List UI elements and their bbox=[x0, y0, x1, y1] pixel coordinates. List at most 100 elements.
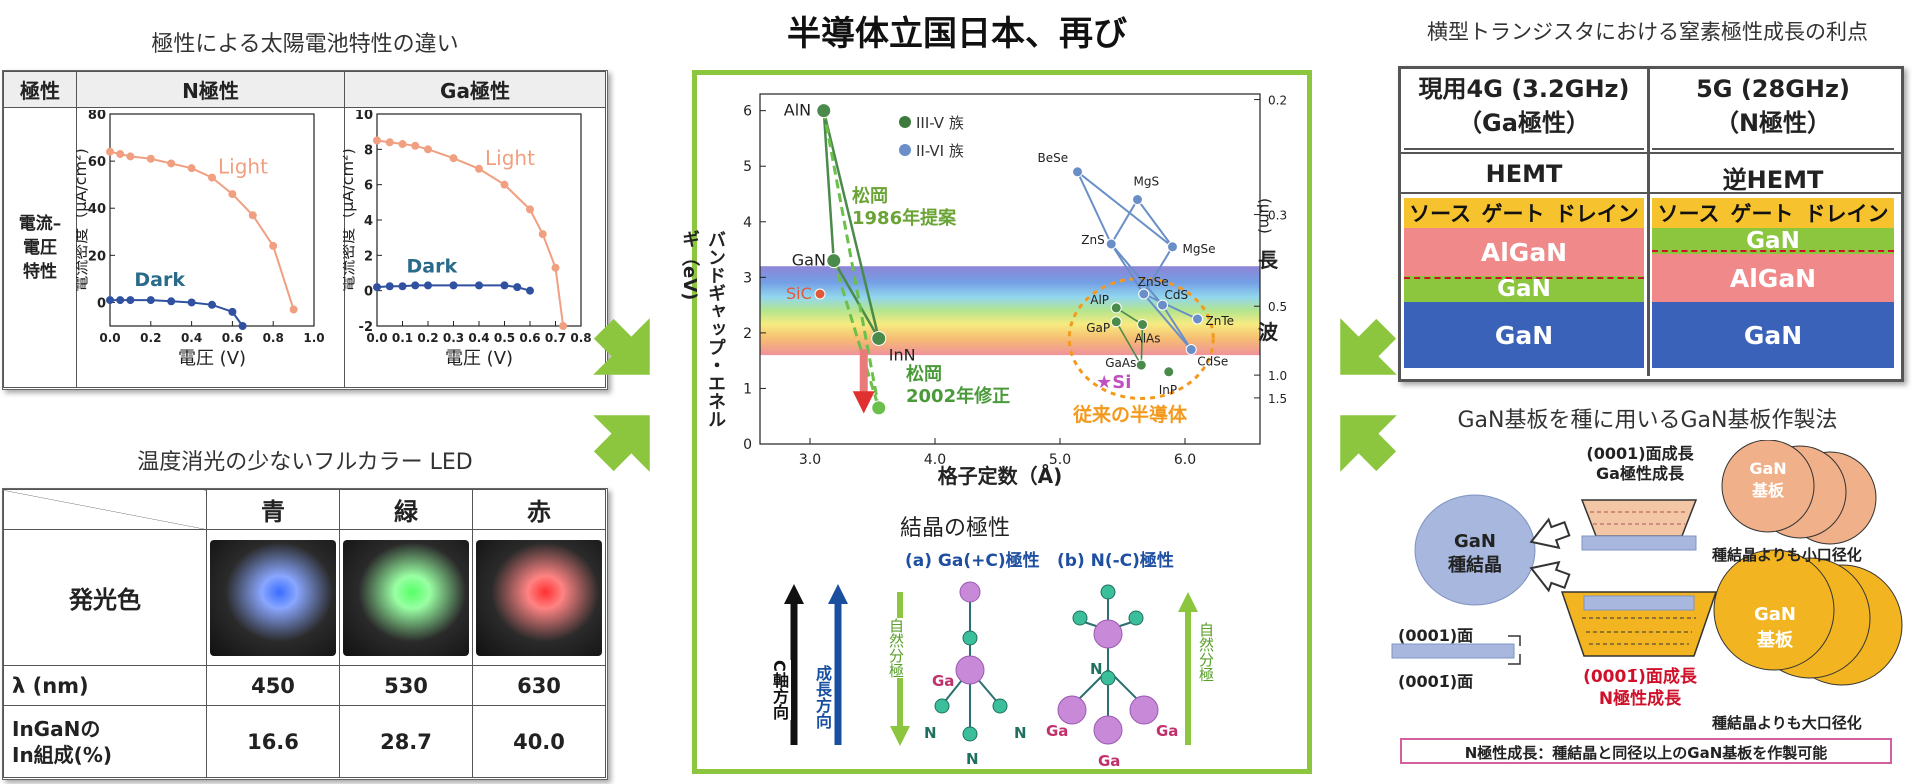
y-tick-label: 80 bbox=[88, 110, 106, 123]
x-tick-label: 0.4 bbox=[181, 331, 202, 345]
y-tick-label: 3 bbox=[743, 270, 752, 286]
led-lambda-blue: 450 bbox=[206, 665, 340, 706]
point-dark bbox=[513, 283, 522, 292]
label-znte: ZnTe bbox=[1206, 314, 1235, 328]
inv-hemt-label: 逆HEMT bbox=[1722, 166, 1824, 194]
hemt-drain: ドレイン bbox=[1554, 202, 1639, 226]
atom-ga-b1: Ga bbox=[1046, 722, 1069, 740]
crystal-title: 結晶の極性 bbox=[900, 516, 1011, 541]
x-tick-label: 0.4 bbox=[468, 331, 489, 345]
point-znte bbox=[1192, 313, 1203, 325]
x-tick-label: 0.0 bbox=[366, 331, 387, 345]
point-light bbox=[126, 152, 135, 161]
inv-hemt-gate: ゲート bbox=[1730, 202, 1794, 226]
line-aln-inn bbox=[822, 110, 880, 339]
line-CdS-CdSe bbox=[1161, 304, 1193, 351]
x-tick-label: 0.1 bbox=[392, 331, 413, 345]
center-title: 半導体立国日本、再び bbox=[787, 14, 1127, 54]
point-light bbox=[424, 145, 432, 154]
point-dark bbox=[411, 281, 420, 290]
y-tick-label: 4 bbox=[743, 215, 752, 231]
y-tick-label: 8 bbox=[364, 143, 373, 158]
led-col-red: 赤 bbox=[472, 489, 606, 530]
plot-frame bbox=[109, 113, 315, 327]
label-alp: AlP bbox=[1090, 293, 1109, 307]
hemt-2deg-line bbox=[1404, 277, 1644, 279]
point-dark bbox=[398, 282, 407, 291]
line-ZnS-ZnSe bbox=[1110, 243, 1145, 295]
c-axis-label: C軸方向 bbox=[767, 660, 791, 720]
x-tick-label: 0.2 bbox=[140, 331, 161, 345]
hemt-col1-header: 現用4G (3.2GHz)（Ga極性） bbox=[1404, 72, 1644, 150]
point-light bbox=[449, 154, 458, 163]
point-light bbox=[146, 154, 155, 163]
led-photo-blue bbox=[210, 539, 336, 656]
point-dark bbox=[228, 307, 237, 316]
right-tick-label: 0.5 bbox=[1268, 300, 1287, 314]
point-dark bbox=[238, 322, 247, 330]
hemt-gan-green: GaN bbox=[1404, 276, 1644, 302]
legend-26-dot bbox=[899, 144, 911, 156]
x-tick-label: 3.0 bbox=[799, 452, 821, 468]
hemt-gate: ゲート bbox=[1481, 202, 1545, 226]
label-aln: AlN bbox=[784, 101, 811, 120]
inv-hemt-drain: ドレイン bbox=[1804, 202, 1889, 226]
legend-35-label: III-V 族 bbox=[916, 114, 964, 132]
right-tick-label: 0.2 bbox=[1268, 94, 1287, 108]
led-title: 温度消光の少ないフルカラー LED bbox=[137, 450, 473, 475]
hemt-col-divider bbox=[1647, 66, 1650, 376]
note-1986-a: 松岡 bbox=[852, 186, 888, 207]
legend-35-dot bbox=[899, 116, 911, 128]
point-dark bbox=[116, 296, 125, 305]
label-gan: GaN bbox=[792, 251, 826, 270]
nat-pol-left: 自然分極 bbox=[886, 618, 907, 678]
led-corner bbox=[3, 489, 207, 530]
inv-hemt-source: ソース bbox=[1657, 202, 1720, 226]
point-dark bbox=[424, 281, 432, 290]
x-tick-label: 0.6 bbox=[222, 331, 243, 345]
point-light bbox=[398, 140, 407, 149]
point-dark bbox=[373, 283, 381, 292]
y-tick-label: 0 bbox=[743, 437, 752, 453]
note-1986-b: 1986年提案 bbox=[852, 208, 957, 229]
chart-y-label: バンドギャップ・エネルギ（eV) bbox=[679, 230, 726, 428]
point-dark bbox=[146, 296, 155, 305]
atom-n-b: N bbox=[1090, 660, 1103, 678]
point-sic bbox=[814, 288, 826, 300]
hemt-row-line bbox=[1398, 152, 1904, 154]
x-tick-label: 5.0 bbox=[1049, 452, 1071, 468]
point-inn bbox=[871, 330, 887, 346]
x-tick-label: 1.0 bbox=[303, 331, 324, 345]
point-alas bbox=[1137, 319, 1148, 331]
point-light bbox=[411, 141, 420, 150]
label-mgs: MgS bbox=[1134, 175, 1160, 189]
label-cds: CdS bbox=[1165, 288, 1189, 302]
right-tick-label: 1.5 bbox=[1268, 392, 1287, 406]
y-axis-label: 電流密度（µA/cm²) bbox=[343, 148, 357, 292]
point-gap bbox=[1110, 316, 1122, 328]
legend-26-label: II-VI 族 bbox=[916, 142, 964, 160]
y-tick-label: -2 bbox=[359, 320, 373, 335]
growth-dir-label: 成長方向 bbox=[810, 665, 834, 729]
line-gan-inn bbox=[832, 260, 880, 340]
y-tick-label: 40 bbox=[88, 202, 106, 217]
point-light bbox=[559, 322, 568, 330]
x-tick-label: 0.7 bbox=[545, 331, 566, 345]
x-tick-label: 0.2 bbox=[417, 331, 438, 345]
substrate-diagram bbox=[1391, 440, 1903, 686]
line-ZnS-CdS bbox=[1110, 243, 1164, 306]
line-alas-gaas bbox=[1140, 324, 1144, 366]
line-ZnSe-ZnTe bbox=[1143, 293, 1198, 320]
substrate-footer: N極性成長：種結晶と同径以上のGaN基板を作製可能 bbox=[1400, 738, 1892, 764]
hemt-electrodes: ソース ゲート ドレイン bbox=[1404, 198, 1644, 228]
conventional-label: 従来の半導体 bbox=[1073, 404, 1188, 426]
atom-ga-b3: Ga bbox=[1098, 752, 1121, 770]
line-gap-gaas bbox=[1115, 321, 1142, 366]
inv-hemt-gan-blue: GaN bbox=[1652, 302, 1894, 368]
y-tick-label: 60 bbox=[88, 155, 106, 170]
solar-title: 極性による太陽電池特性の違い bbox=[151, 32, 459, 57]
